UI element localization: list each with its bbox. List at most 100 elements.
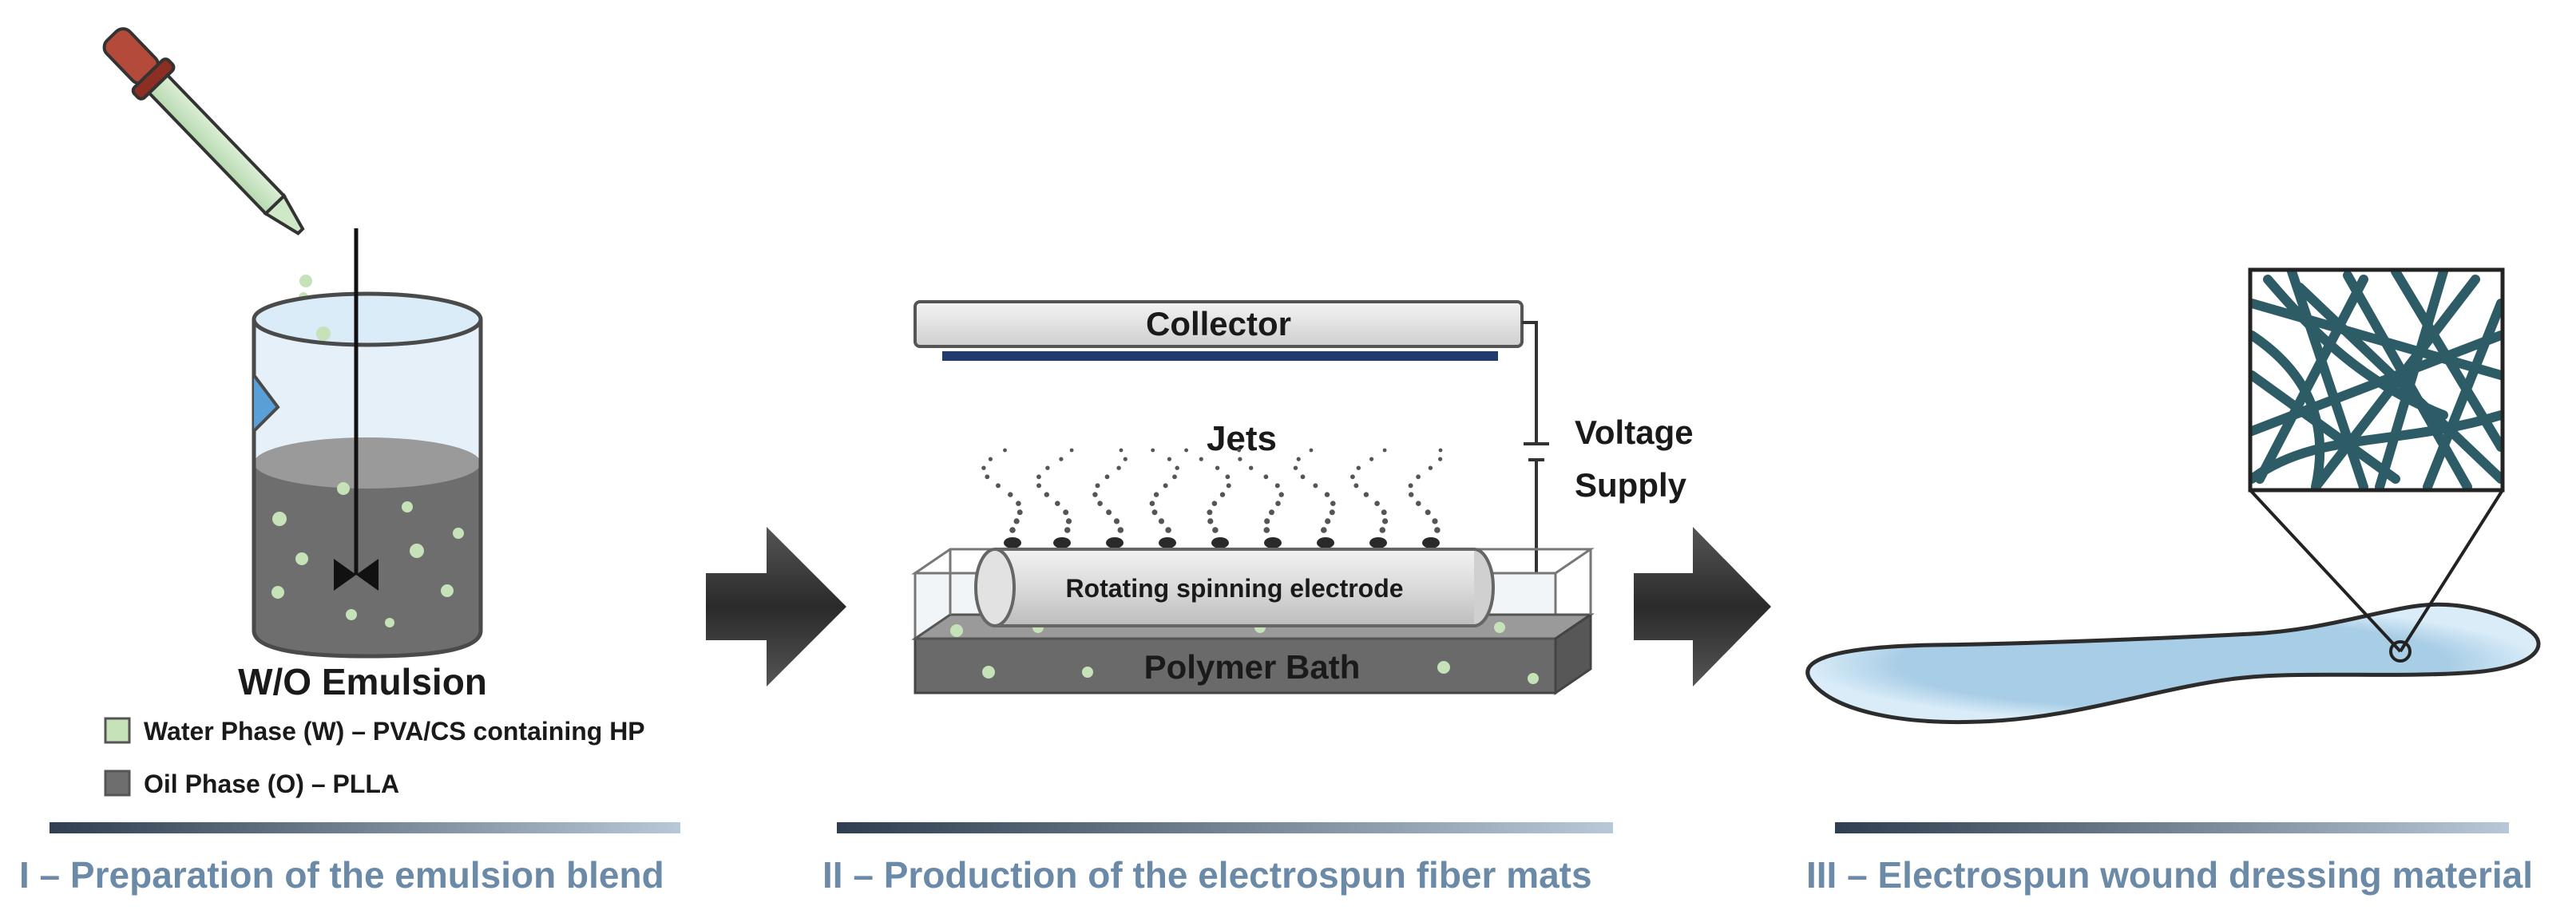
- jet-base: [1159, 537, 1176, 548]
- electrode-label: Rotating spinning electrode: [1065, 574, 1403, 603]
- jet-dot: [1274, 483, 1280, 489]
- jet-dot: [1379, 527, 1386, 533]
- jet-dot: [1408, 483, 1413, 489]
- jet-dot: [1275, 501, 1281, 506]
- stage-bar: [837, 822, 1613, 833]
- process-arrow-icon: [1634, 527, 1771, 687]
- jet-dot: [1225, 474, 1231, 480]
- jet-dot: [1300, 474, 1306, 480]
- jet-dot: [981, 465, 986, 470]
- jet-dot: [1036, 474, 1041, 480]
- jet-dot: [1045, 465, 1050, 470]
- jet-dot: [1438, 457, 1443, 461]
- jet-dot: [1065, 518, 1072, 524]
- jet-base: [1369, 537, 1387, 548]
- jet-dot: [1167, 457, 1171, 461]
- jet-dot: [1313, 483, 1318, 489]
- emulsion-label: W/O Emulsion: [238, 661, 487, 702]
- jet-base: [1004, 537, 1021, 548]
- jet-dot: [1219, 492, 1226, 497]
- jet-dot: [1432, 518, 1438, 524]
- jet-dot: [1226, 483, 1231, 489]
- voltage-label-line2: Supply: [1575, 466, 1687, 504]
- jet-base: [1211, 537, 1229, 548]
- jet-base: [1422, 537, 1440, 548]
- jet-base: [1317, 537, 1334, 548]
- jet-dot: [985, 474, 990, 480]
- jet-dot: [1428, 465, 1433, 470]
- jet-dot: [1212, 527, 1219, 533]
- jet-dot: [996, 483, 1001, 489]
- jet-base: [1264, 537, 1282, 548]
- voltage-circuit: [1481, 321, 1549, 586]
- jet-dot: [1293, 465, 1298, 470]
- jet-dot: [1055, 501, 1060, 506]
- jet-dot: [1016, 501, 1021, 506]
- jet-dot: [1175, 465, 1179, 470]
- jet-dot: [988, 457, 993, 461]
- jet-dot: [1063, 509, 1069, 516]
- jet-dot: [1425, 509, 1431, 516]
- polymer-bath-label: Polymer Bath: [1144, 648, 1361, 686]
- beaker-icon: [252, 228, 483, 659]
- fiber-mat-inset: [2248, 267, 2505, 493]
- jet-dot: [1117, 527, 1124, 533]
- jet-dot: [1321, 527, 1327, 533]
- jet-dot: [1158, 518, 1165, 524]
- jet-dot: [1017, 509, 1023, 516]
- jet-dot: [1263, 527, 1270, 533]
- jet-dot: [1434, 527, 1441, 533]
- stage-title-2: II – Production of the electrospun fiber…: [822, 854, 1592, 896]
- stage-bar: [50, 822, 680, 833]
- jet-dot: [1330, 501, 1336, 506]
- legend-swatch-oil: [104, 770, 131, 797]
- jet-dot: [1369, 457, 1374, 461]
- jet-dot: [1163, 483, 1168, 489]
- jet-dot: [1325, 518, 1331, 524]
- jet-dot: [1151, 509, 1158, 516]
- jet-dot: [1059, 457, 1064, 461]
- jet-base: [1106, 537, 1124, 548]
- jet-dot: [1095, 483, 1100, 489]
- jet-dot: [1237, 448, 1242, 453]
- jet-dot: [1329, 509, 1335, 516]
- jet-dot: [1165, 527, 1171, 533]
- jet-dot: [1382, 518, 1389, 524]
- legend-item-water: Water Phase (W) – PVA/CS containing HP: [144, 717, 645, 746]
- jet-dot: [1036, 483, 1041, 489]
- panel-emulsion: W/O Emulsion Water Phase (W) – PVA/CS co…: [19, 27, 680, 896]
- jet-dot: [1003, 448, 1007, 453]
- jet-dot: [1008, 492, 1013, 497]
- jet-dot: [1409, 492, 1414, 497]
- jet-dot: [1097, 501, 1103, 506]
- jet-dot: [1350, 474, 1355, 480]
- jets-label: Jets: [1207, 419, 1277, 458]
- panel-electrospinning: Collector Voltage Supply Jets Polymer Ba…: [822, 300, 1694, 896]
- jet-dot: [1092, 492, 1098, 497]
- jet-dot: [1064, 527, 1071, 533]
- jet-dot: [1149, 501, 1155, 506]
- jet-dot: [1113, 518, 1120, 524]
- spinning-electrode: [974, 548, 1495, 627]
- jet-dot: [1009, 527, 1016, 533]
- legend-swatch-water: [104, 717, 131, 744]
- jet-dot: [1363, 492, 1369, 497]
- jet-dot: [1416, 501, 1421, 506]
- jet-dot: [1069, 448, 1074, 453]
- jet-dot: [1215, 465, 1220, 470]
- pipette-icon: [102, 27, 305, 235]
- jet-dot: [1207, 509, 1213, 516]
- legend-item-oil: Oil Phase (O) – PLLA: [144, 770, 399, 798]
- jet-dot: [1324, 492, 1330, 497]
- jets: [981, 448, 1443, 548]
- jet-dot: [1207, 518, 1214, 524]
- jet-dot: [1119, 448, 1124, 453]
- jet-dot: [1296, 457, 1301, 461]
- jet-dot: [1184, 448, 1188, 453]
- jet-dot: [1238, 457, 1242, 461]
- jet-base: [1053, 537, 1071, 548]
- jet-dot: [1278, 492, 1284, 497]
- jet-dot: [1356, 465, 1361, 470]
- magnify-point: [2389, 640, 2412, 663]
